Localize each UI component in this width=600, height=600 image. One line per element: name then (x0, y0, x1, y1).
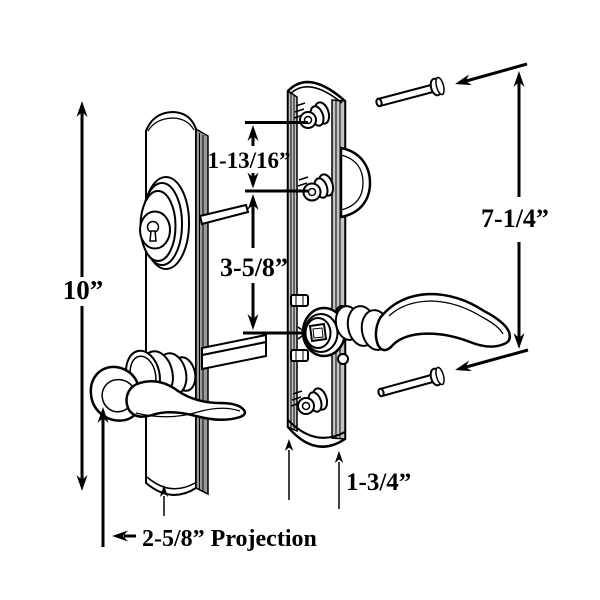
mounting-clip (290, 294, 309, 307)
exterior-plate-edge (195, 127, 209, 496)
exterior-handleset (89, 110, 267, 496)
screw-span-label: 7-1/4” (481, 204, 549, 233)
screw-post-top (293, 101, 331, 129)
dim-plate-width: 1-3/4” (284, 439, 411, 509)
overall-height-label: 10” (63, 275, 104, 305)
screw-post-bottom (290, 387, 329, 415)
exterior-lever (89, 349, 247, 422)
upper-screw-spacing-label: 1-13/16” (207, 148, 290, 173)
mounting-screw-top (375, 76, 445, 108)
screw-post-middle (296, 173, 335, 202)
cylinder-to-handle-label: 3-5/8” (220, 253, 288, 282)
dim-cylinder-to-handle: 3-5/8” (220, 194, 307, 340)
mounting-screw-bottom (377, 366, 445, 398)
cylinder-housing-side (339, 146, 372, 219)
keyhole (146, 220, 160, 242)
dim-screw-span: 7-1/4” (453, 62, 549, 376)
mounting-clip (290, 349, 309, 362)
lever-projection-label: 2-5/8” Projection (142, 526, 317, 552)
exterior-plate (145, 110, 197, 496)
spindle-bar (201, 333, 267, 371)
dim-upper-screw-spacing: 1-13/16” (207, 121, 308, 193)
dim-lever-projection: 2-5/8” Projection (97, 407, 317, 552)
interior-plate-assembly (286, 80, 512, 448)
plate-width-label: 1-3/4” (346, 469, 411, 496)
dim-overall-height: 10” (63, 101, 104, 491)
interior-lever (334, 292, 512, 352)
deadbolt-tailpiece (198, 203, 250, 226)
spindle-socket (308, 322, 328, 343)
deadbolt-cylinder (139, 176, 190, 270)
pivot-screw (337, 353, 349, 365)
